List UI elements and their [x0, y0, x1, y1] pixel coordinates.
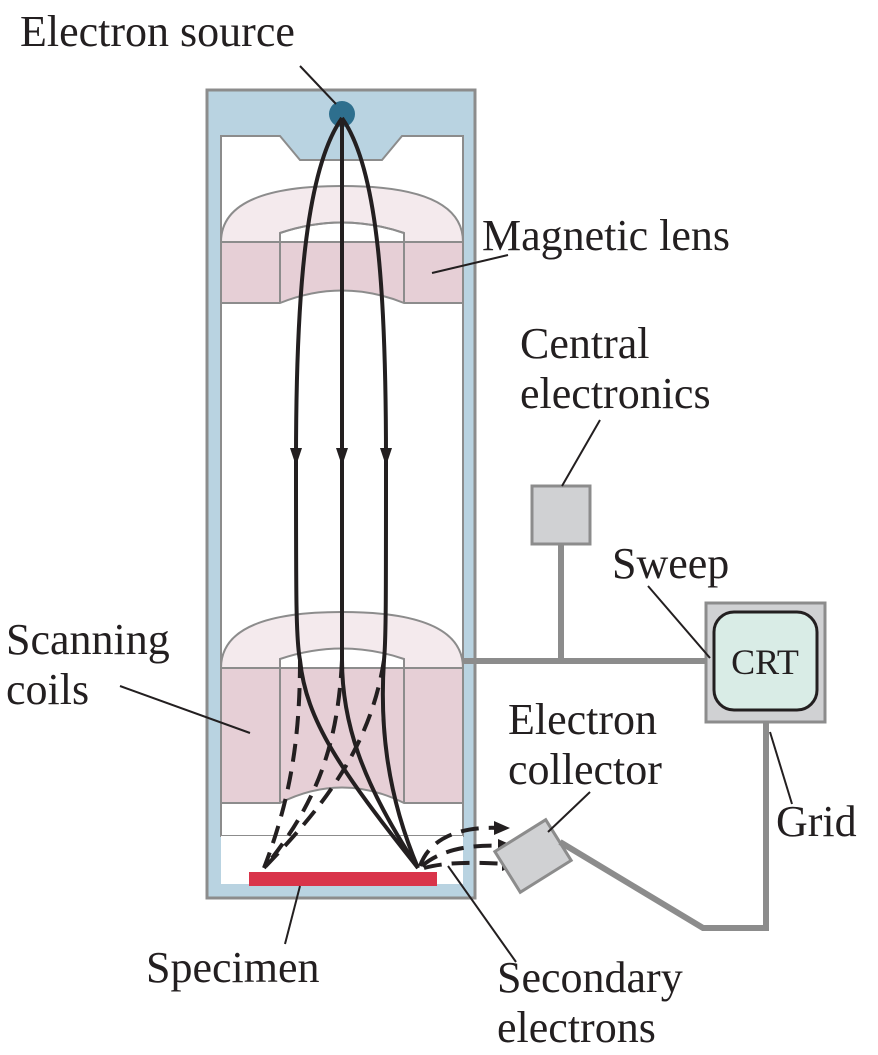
leader-sweep [647, 585, 711, 659]
leader-scanning-coils [119, 685, 251, 734]
secondary-electron-path-2 [420, 843, 505, 868]
central-electronics-box [530, 484, 592, 546]
central-electronics-label-line2: electronics [520, 369, 711, 418]
beam-deflected-1 [262, 659, 302, 869]
leader-lines [119, 65, 793, 963]
leader-grid [769, 731, 793, 805]
electron-collector-body [492, 817, 574, 895]
beam-arrow-right [380, 448, 392, 466]
secondary-electrons-label-line1: Secondary [497, 953, 683, 1002]
leader-specimen [284, 885, 301, 945]
magnetic-lens-bore [279, 233, 405, 303]
scanning-coils-bore [279, 659, 405, 803]
secondary-electron-path-1 [418, 825, 501, 867]
beam-deflected-3 [262, 659, 386, 870]
specimen-plate [249, 872, 437, 886]
beam-arrow-center [336, 448, 348, 466]
secondary-electrons-label-line2: electrons [497, 1003, 656, 1052]
scanning-coils-label-line1: Scanning [6, 615, 170, 664]
sweep-label: Sweep [612, 539, 729, 588]
specimen-label: Specimen [146, 943, 320, 992]
beam-deflected-2 [262, 659, 344, 870]
crt-screen [712, 610, 819, 712]
electron-beam [262, 116, 420, 870]
beam-arrow-left [290, 448, 302, 466]
secondary-electron-path-3 [423, 860, 509, 870]
central-electronics-label-line1: Central [520, 319, 650, 368]
electron-source-dot [329, 101, 355, 127]
electron-collector-label-line2: collector [508, 745, 662, 794]
leader-magnetic-lens [431, 254, 509, 274]
crt-monitor: CRT [704, 601, 827, 724]
electron-collector [492, 817, 574, 895]
grid-label: Grid [776, 797, 857, 846]
secondary-electron-arrow-1 [494, 821, 510, 835]
electron-source-label: Electron source [20, 7, 295, 56]
crt-label: CRT [731, 642, 799, 682]
electron-collector-label-line1: Electron [508, 695, 657, 744]
leader-central-electronics [561, 419, 601, 487]
leader-electron-collector [547, 791, 591, 833]
magnetic-lens-label: Magnetic lens [482, 211, 730, 260]
leader-electron-source [299, 65, 337, 105]
leader-secondary-electrons [447, 865, 517, 963]
grid-wire [558, 722, 769, 931]
scanning-coils-label-line2: coils [6, 665, 89, 714]
beam-path-right [340, 116, 420, 869]
